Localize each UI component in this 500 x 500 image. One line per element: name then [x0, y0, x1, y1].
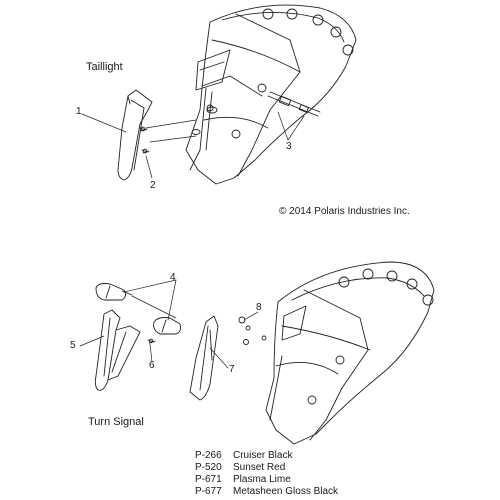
color-name: Metasheen Gloss Black [233, 486, 339, 497]
rear-fender-bottom [265, 261, 435, 445]
color-row: P-266 Cruiser Black [195, 450, 338, 462]
color-row: P-671 Plasma Lime [195, 474, 338, 486]
taillight-part [117, 89, 153, 181]
leaders-bottom [79, 279, 259, 369]
section-title-turn-signal: Turn Signal [88, 416, 144, 428]
turn-signal-lamps [95, 283, 181, 335]
color-code-list: P-266 Cruiser Black P-520 Sunset Red P-671… [195, 450, 338, 498]
leaders-top [81, 111, 305, 179]
callout-8: 8 [256, 302, 262, 313]
color-code: P-671 [195, 474, 222, 485]
screw-bottom-left [147, 338, 156, 344]
callout-6: 6 [149, 360, 155, 371]
copyright-notice: © 2014 Polaris Industries Inc. [279, 206, 410, 217]
color-row: P-520 Sunset Red [195, 462, 338, 474]
callout-7: 7 [229, 364, 235, 375]
callout-1: 1 [76, 106, 82, 117]
callout-5: 5 [70, 340, 76, 351]
section-title-taillight: Taillight [86, 61, 123, 73]
callout-2: 2 [150, 180, 156, 191]
color-name: Plasma Lime [233, 474, 291, 485]
callout-4: 4 [170, 272, 176, 283]
nuts-bottom [238, 316, 267, 345]
color-code: P-266 [195, 450, 222, 461]
connector-top [267, 91, 321, 117]
color-row: P-677 Metasheen Gloss Black [195, 486, 338, 498]
rear-fender-top [185, 4, 357, 185]
color-name: Sunset Red [233, 462, 286, 473]
color-code: P-677 [195, 486, 222, 497]
callout-3: 3 [286, 141, 292, 152]
screws-top [139, 126, 150, 154]
color-code: P-520 [195, 462, 222, 473]
turn-signal-bracket [94, 309, 141, 391]
color-name: Cruiser Black [233, 450, 293, 461]
fender-trim [189, 315, 219, 401]
